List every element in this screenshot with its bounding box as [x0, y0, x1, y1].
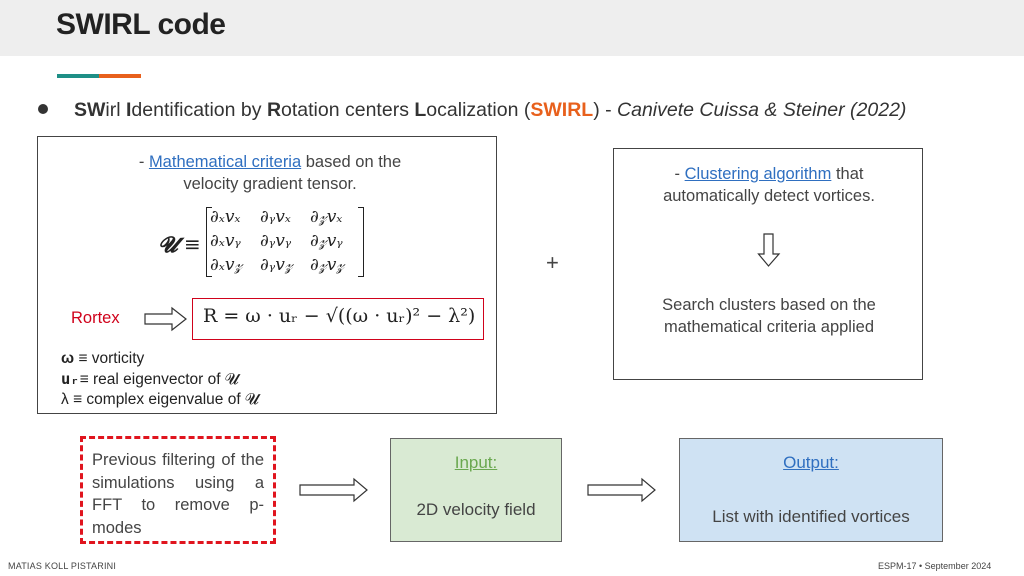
legend-item: λ ≡ complex eigenvalue of 𝓤 — [61, 391, 259, 408]
criteria-text: - Mathematical criteria based on the vel… — [138, 153, 402, 193]
rortex-formula: R = ω · uᵣ − √((ω · uᵣ)² − λ²) — [192, 298, 484, 340]
matrix-row: ∂ₓv𝓏∂ᵧv𝓏∂𝓏v𝓏 — [210, 255, 345, 275]
right-arrow-icon — [587, 477, 656, 503]
input-label: Input: — [454, 453, 498, 472]
down-arrow-icon — [757, 233, 781, 267]
matrix-row: ∂ₓvₓ∂ᵧvₓ∂𝓏vₓ — [210, 207, 343, 227]
matrix-brackets — [206, 207, 364, 277]
footer-author: MATIAS KOLL PISTARINI — [8, 561, 117, 571]
velocity-gradient-matrix: 𝓤 ≡ ∂ₓvₓ∂ᵧvₓ∂𝓏vₓ ∂ₓvᵧ∂ᵧvᵧ∂𝓏vᵧ ∂ₓv𝓏∂ᵧv𝓏∂𝓏… — [148, 203, 378, 281]
plus-sign: + — [546, 250, 559, 275]
right-arrow-icon — [299, 477, 368, 503]
output-label: Output: — [783, 453, 839, 472]
input-box: Input: 2D velocity field — [390, 438, 562, 542]
input-text: 2D velocity field — [416, 500, 536, 519]
header-bar — [0, 0, 1024, 56]
previous-filtering-box: Previous filtering of the simulations us… — [80, 436, 276, 544]
criteria-panel — [37, 136, 497, 414]
mathematical-criteria-link[interactable]: Mathematical criteria — [148, 153, 302, 171]
output-box: Output: List with identified vortices — [679, 438, 943, 542]
rortex-arrow-icon — [144, 306, 187, 332]
clustering-text: - Clustering algorithm that automaticall… — [663, 165, 875, 205]
rortex-label: Rortex — [71, 309, 120, 327]
bullet-dot — [38, 104, 48, 114]
matrix-row: ∂ₓvᵧ∂ᵧvᵧ∂𝓏vᵧ — [210, 231, 343, 251]
tensor-symbol: 𝓤 — [158, 232, 178, 258]
bullet-text: SWirl Identification by Rotation centers… — [74, 99, 907, 121]
citation: Canivete Cuissa & Steiner (2022) — [617, 99, 907, 121]
footer-event: ESPM-17 • September 2024 — [878, 561, 992, 571]
legend-item: ω ≡ vorticity — [61, 350, 145, 367]
accent-bar-orange — [99, 74, 141, 78]
slide-title: SWIRL code — [56, 8, 226, 41]
equiv-symbol: ≡ — [184, 232, 201, 256]
output-text: List with identified vortices — [712, 507, 910, 526]
symbol-legend: ω ≡ vorticity uᵣ≡ real eigenvector of 𝓤 … — [61, 349, 259, 410]
accent-bar-teal — [57, 74, 99, 78]
legend-item: uᵣ≡ real eigenvector of 𝓤 — [61, 370, 239, 388]
swirl-acronym: SWIRL — [530, 99, 594, 121]
clustering-algorithm-link[interactable]: Clustering algorithm — [684, 165, 832, 183]
clustering-panel — [613, 148, 923, 380]
